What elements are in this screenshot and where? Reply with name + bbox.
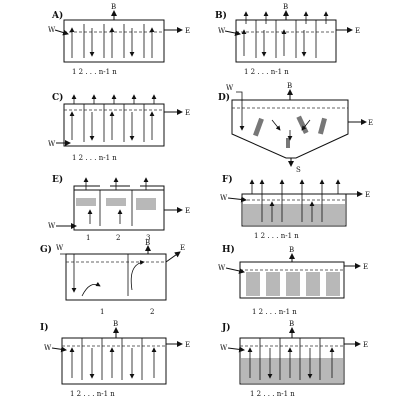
panel-c-e-label: E bbox=[185, 109, 190, 117]
panel-h-e-label: E bbox=[363, 263, 368, 271]
panel-i-e-label: E bbox=[185, 341, 190, 349]
panel-d-b-label: B bbox=[287, 82, 292, 90]
panel-a-index-label: 1 2 . . . n-1 n bbox=[72, 68, 117, 76]
panel-j-e-label: E bbox=[363, 341, 368, 349]
panel-i: I) B W E 1 2 . . . n-1 n bbox=[40, 320, 190, 398]
panel-h-w-label: W bbox=[218, 264, 226, 272]
panel-h-b-label: B bbox=[289, 246, 294, 254]
panel-b-b-label: B bbox=[283, 3, 288, 11]
panel-c-w-label: W bbox=[48, 140, 56, 148]
panel-f: F) W E 1 2 . . . n-1 n bbox=[220, 174, 370, 240]
panel-g-label: G) bbox=[40, 244, 52, 255]
panel-i-w-label: W bbox=[44, 344, 52, 352]
panel-d-w-label: W bbox=[226, 84, 234, 92]
panel-c-label: C) bbox=[52, 92, 63, 103]
panel-g-b-label: B bbox=[145, 239, 150, 247]
panel-h-label: H) bbox=[222, 244, 235, 255]
panel-b-label: B) bbox=[215, 10, 227, 21]
panel-f-index-label: 1 2 . . . n-1 n bbox=[254, 232, 299, 240]
panel-j-label: J) bbox=[221, 322, 231, 333]
panel-e: E) W E 1 2 3 bbox=[48, 174, 190, 242]
panel-a-b-label: B bbox=[111, 3, 116, 11]
panel-j: J) B W E 1 2 . . . n-1 n bbox=[220, 320, 368, 398]
panel-j-b-label: B bbox=[289, 320, 294, 328]
panel-e-number-2: 2 bbox=[116, 234, 120, 242]
panel-d-label: D) bbox=[218, 92, 230, 103]
panel-b: B) B W E 1 2 . . . n-1 n bbox=[215, 3, 360, 76]
panel-b-index-label: 1 2 . . . n-1 n bbox=[244, 68, 289, 76]
panel-i-label: I) bbox=[40, 322, 48, 333]
panel-b-w-label: W bbox=[218, 27, 226, 35]
panel-e-e-label: E bbox=[185, 207, 190, 215]
panel-a-e-label: E bbox=[185, 27, 190, 35]
panel-h: H) B W E 1 2 . . . n-1 n bbox=[218, 244, 368, 316]
panel-i-index-label: 1 2 . . . n-1 n bbox=[70, 390, 115, 398]
panel-j-index-label: 1 2 . . . n-1 n bbox=[250, 390, 295, 398]
panel-a-label: A) bbox=[51, 10, 63, 21]
panel-i-b-label: B bbox=[113, 320, 118, 328]
panel-g-number-1: 1 bbox=[100, 308, 104, 316]
panel-b-e-label: E bbox=[355, 27, 360, 35]
panel-d: D) B W E S bbox=[218, 82, 373, 174]
panel-h-index-label: 1 2 . . . n-1 n bbox=[252, 308, 297, 316]
panel-c-index-label: 1 2 . . . n-1 n bbox=[72, 154, 117, 162]
panel-e-label: E) bbox=[52, 174, 63, 185]
panel-f-e-label: E bbox=[365, 191, 370, 199]
panel-g-e-label: E bbox=[180, 244, 185, 252]
panel-f-label: F) bbox=[222, 174, 233, 185]
panel-c: C) W E 1 2 . . . n-1 n bbox=[48, 92, 190, 162]
panel-a: A) B W E 1 2 . . . n-1 n bbox=[48, 3, 190, 76]
panel-g: G) B W E 1 2 bbox=[40, 239, 185, 316]
panel-a-w-label: W bbox=[48, 26, 56, 34]
panel-e-number-3: 3 bbox=[146, 234, 150, 242]
panel-e-number-1: 1 bbox=[86, 234, 90, 242]
panel-e-w-label: W bbox=[48, 222, 56, 230]
panel-d-e-label: E bbox=[368, 119, 373, 127]
panel-j-w-label: W bbox=[220, 344, 228, 352]
panel-g-number-2: 2 bbox=[150, 308, 154, 316]
panel-g-w-label: W bbox=[56, 244, 64, 252]
panel-f-w-label: W bbox=[220, 194, 228, 202]
panel-d-s-label: S bbox=[296, 166, 301, 174]
